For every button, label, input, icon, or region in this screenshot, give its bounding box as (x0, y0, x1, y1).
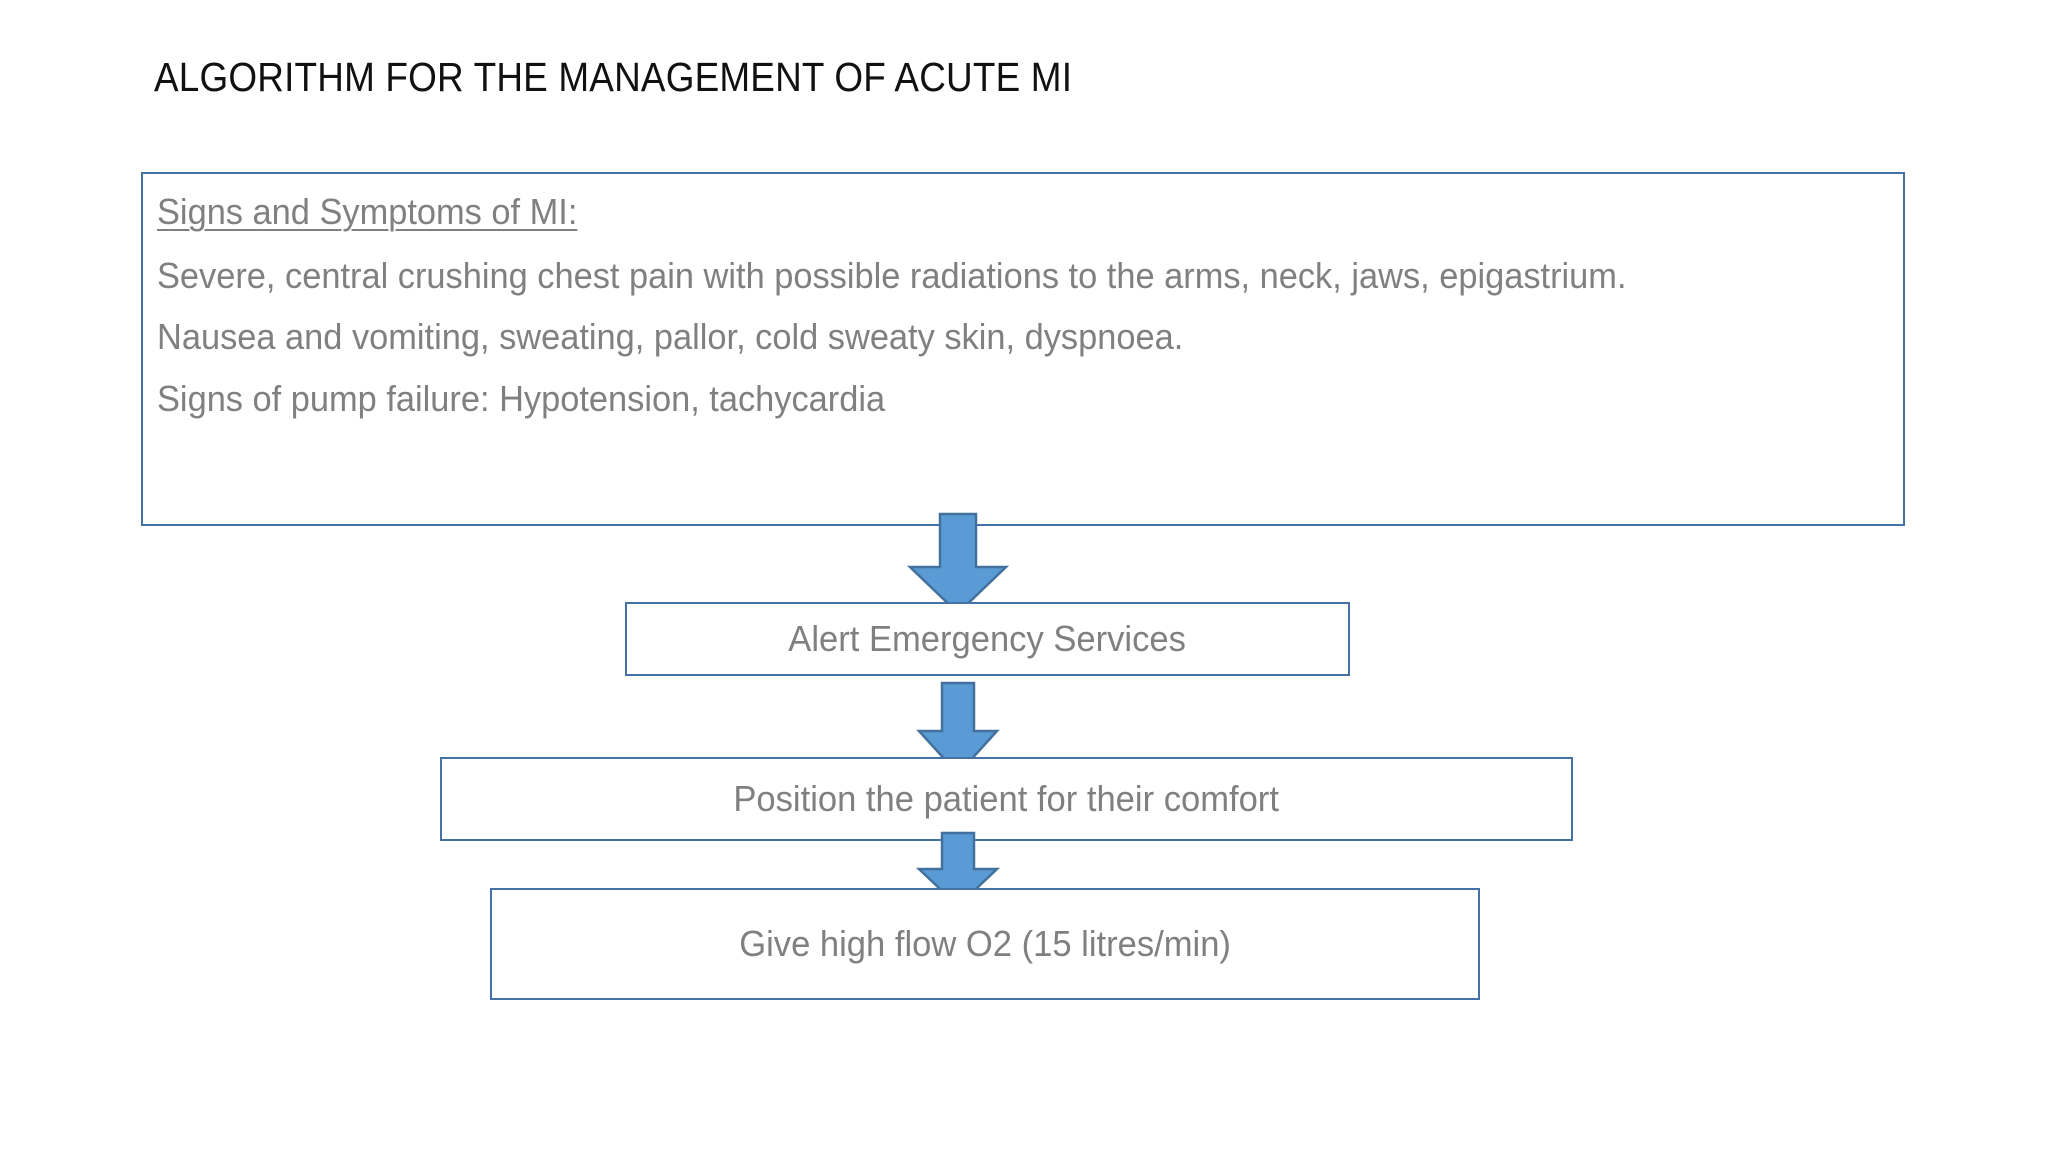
arrow-down-icon (916, 681, 1000, 776)
symptoms-panel: Signs and Symptoms of MI: Severe, centra… (141, 172, 1905, 526)
symptoms-line-pain: Severe, central crushing chest pain with… (157, 255, 1627, 297)
flow-step-label: Give high flow O2 (15 litres/min) (739, 923, 1231, 965)
arrow-down-icon (915, 831, 1001, 908)
arrow-down-icon (906, 512, 1010, 615)
symptoms-line-nausea: Nausea and vomiting, sweating, pallor, c… (157, 315, 1184, 357)
flow-step-position-patient[interactable]: Position the patient for their comfort (440, 757, 1573, 841)
flow-step-alert-emergency-services[interactable]: Alert Emergency Services (625, 602, 1350, 676)
symptoms-heading: Signs and Symptoms of MI: (157, 191, 578, 232)
flow-step-label: Alert Emergency Services (788, 618, 1187, 660)
page-title: ALGORITHM FOR THE MANAGEMENT OF ACUTE MI (154, 54, 1073, 100)
symptoms-line-pump-failure: Signs of pump failure: Hypotension, tach… (157, 378, 886, 420)
flow-step-give-high-flow-oxygen[interactable]: Give high flow O2 (15 litres/min) (490, 888, 1480, 1000)
flow-step-label: Position the patient for their comfort (733, 778, 1280, 820)
